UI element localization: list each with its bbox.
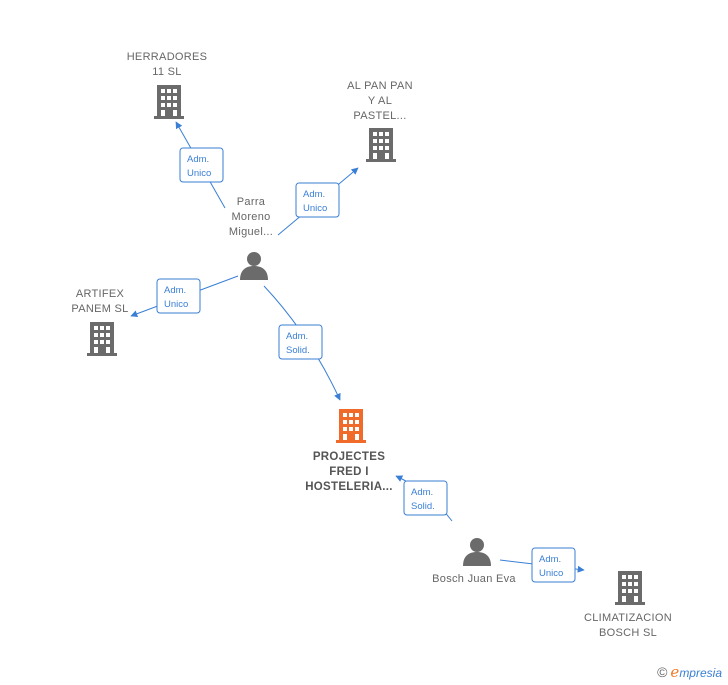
node-label-line: CLIMATIZACION [584,612,672,624]
building-icon [336,409,366,443]
node-label-line: PASTEL... [353,110,406,122]
building-icon [154,85,184,119]
building-icon [615,571,645,605]
edge-parra-artifex: Adm. Unico [130,275,239,318]
brand-name: mpresia [679,666,722,680]
edge-label-line2: Unico [164,299,188,310]
node-parra[interactable]: Parra Moreno Miguel... [229,196,273,280]
building-icon [366,128,396,162]
edge-label[interactable]: Adm. Solid. [278,324,323,360]
node-projectes[interactable]: PROJECTES FRED I HOSTELERIA... [305,409,393,493]
node-label-line: HOSTELERIA... [305,481,393,493]
node-alpanpan[interactable]: AL PAN PAN Y AL PASTEL... [347,80,413,162]
node-label-line: HERRADORES [127,51,208,63]
edge-label[interactable]: Adm. Unico [295,182,340,218]
person-icon [240,252,268,280]
watermark: ©empresia [657,663,722,681]
node-label-line: PROJECTES [313,451,385,463]
node-label-line: Miguel... [229,226,273,238]
edge-label[interactable]: Adm. Unico [156,278,201,314]
edge-label-line1: Adm. [303,189,325,200]
node-label-line: Bosch Juan Eva [432,573,516,585]
edge-bosch-climatizacion: Adm. Unico [499,547,585,583]
node-label-line: FRED I [329,466,369,478]
edge-label-line2: Unico [187,168,211,179]
building-icon [87,322,117,356]
edge-parra-alpanpan: Adm. Unico [277,167,359,236]
node-climatizacion[interactable]: CLIMATIZACION BOSCH SL [584,571,672,639]
edge-label[interactable]: Adm. Unico [531,547,576,583]
node-label-line: AL PAN PAN [347,80,413,92]
node-label-line: Parra [237,196,266,208]
brand-initial: e [670,663,680,681]
node-herradores[interactable]: HERRADORES 11 SL [127,51,208,119]
node-bosch-person[interactable]: Bosch Juan Eva [432,538,516,585]
edge-label-line1: Adm. [286,331,308,342]
edge-label-line1: Adm. [164,285,186,296]
node-label-line: PANEM SL [71,303,128,315]
edge-parra-herradores: Adm. Unico [175,121,226,209]
node-label-line: Y AL [368,95,392,107]
edge-label[interactable]: Adm. Solid. [403,480,448,516]
node-label-line: BOSCH SL [599,627,657,639]
edge-label-line2: Solid. [411,501,435,512]
node-label-line: ARTIFEX [76,288,125,300]
copyright-icon: © [657,664,668,680]
edge-label-line2: Unico [303,203,327,214]
edge-label[interactable]: Adm. Unico [179,147,224,183]
edge-label-line1: Adm. [539,554,561,565]
edge-label-line1: Adm. [411,487,433,498]
node-label-line: Moreno [231,211,270,223]
node-label-line: 11 SL [152,66,181,78]
edge-label-line2: Unico [539,568,563,579]
edge-bosch-projectes: Adm. Solid. [395,475,453,522]
edge-label-line1: Adm. [187,154,209,165]
node-artifex[interactable]: ARTIFEX PANEM SL [71,288,128,356]
edge-parra-projectes: Adm. Solid. [263,285,341,401]
edge-label-line2: Solid. [286,345,310,356]
person-icon [463,538,491,566]
